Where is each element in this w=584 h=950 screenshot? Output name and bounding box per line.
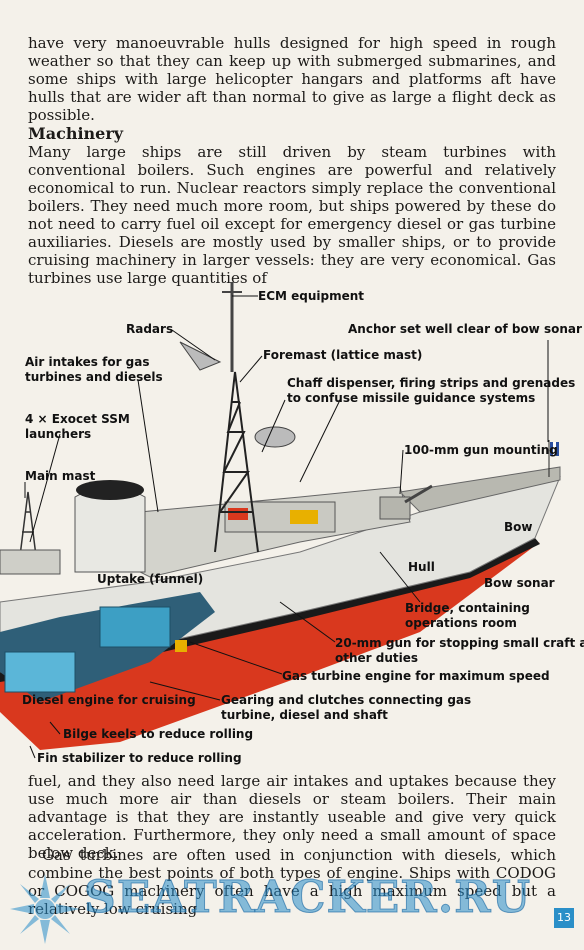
label-hull: Hull xyxy=(408,560,435,574)
label-bow: Bow xyxy=(504,520,533,534)
label-air-intakes-1: Air intakes for gas xyxy=(25,355,150,369)
label-bow-sonar: Bow sonar xyxy=(484,576,555,590)
label-diesel: Diesel engine for cruising xyxy=(22,693,196,707)
diesel-engine xyxy=(4,651,76,693)
label-air-intakes-2: turbines and diesels xyxy=(25,370,163,384)
paragraph-intro: have very manoeuvrable hulls designed fo… xyxy=(28,34,556,124)
foremast-lattice xyxy=(214,371,259,553)
label-ecm: ECM equipment xyxy=(258,289,365,303)
ship-cutaway-diagram: ECM equipment Radars Anchor set well cle… xyxy=(0,272,584,772)
foredeck xyxy=(398,466,561,513)
label-gearing-1: Gearing and clutches connecting gas xyxy=(221,693,472,707)
label-main-mast: Main mast xyxy=(25,469,96,483)
label-fin-stabilizer: Fin stabilizer to reduce rolling xyxy=(37,751,242,765)
label-foremast: Foremast (lattice mast) xyxy=(263,348,423,362)
radar-dish xyxy=(179,341,222,371)
label-100mm-gun: 100-mm gun mounting xyxy=(404,443,558,457)
ship-illustration xyxy=(0,282,561,759)
label-exocet-1: 4 × Exocet SSM xyxy=(25,412,130,426)
gun-turret xyxy=(379,496,411,520)
label-exocet-2: launchers xyxy=(25,427,92,441)
label-chaff-1: Chaff dispenser, firing strips and grena… xyxy=(287,376,576,390)
label-20mm-gun-2: other duties xyxy=(335,651,419,665)
label-chaff-2: to confuse missile guidance systems xyxy=(287,391,536,405)
label-radars: Radars xyxy=(126,322,174,336)
label-gearing-2: turbine, diesel and shaft xyxy=(221,708,388,722)
label-bilge-keels: Bilge keels to reduce rolling xyxy=(63,727,254,741)
paragraph-machinery: Many large ships are still driven by ste… xyxy=(28,143,556,287)
label-anchor: Anchor set well clear of bow sonar xyxy=(348,322,582,336)
label-20mm-gun-1: 20-mm gun for stopping small craft and xyxy=(335,636,584,650)
label-bridge-1: Bridge, containing xyxy=(405,601,530,615)
gas-turbine xyxy=(99,606,171,648)
label-bridge-2: operations room xyxy=(405,616,517,630)
watermark-text: SEATRACKER.RU xyxy=(83,872,532,924)
label-gas-turbine: Gas turbine engine for maximum speed xyxy=(282,669,550,683)
watermark-logo-icon xyxy=(10,874,80,944)
page-number: 13 xyxy=(554,908,574,928)
paragraph-codog: Gas turbines are often used in conjuncti… xyxy=(28,846,556,918)
label-uptake: Uptake (funnel) xyxy=(97,572,204,586)
leader-lines xyxy=(24,295,549,759)
exocet-launchers xyxy=(0,549,61,575)
section-heading: Machinery xyxy=(28,124,124,143)
paragraph-gas-turbines: fuel, and they also need large air intak… xyxy=(28,772,556,862)
